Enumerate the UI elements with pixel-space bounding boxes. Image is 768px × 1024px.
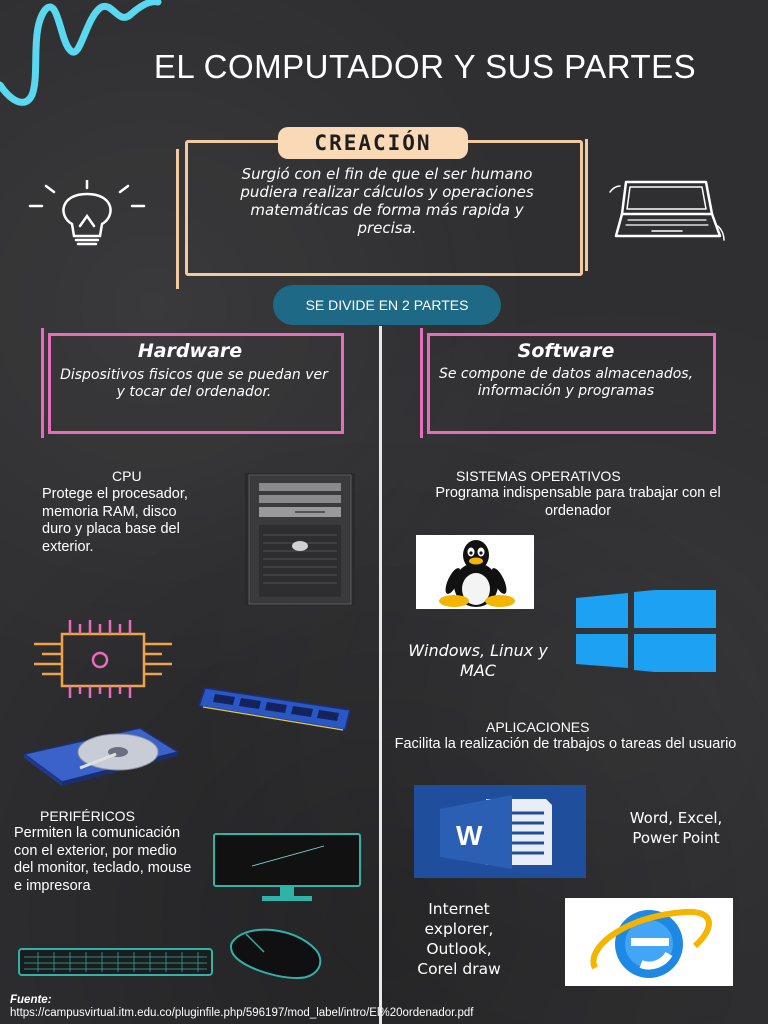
keyboard-image xyxy=(18,948,213,976)
word-logo: W xyxy=(414,785,586,878)
laptop-icon xyxy=(609,180,725,241)
scribble-decoration xyxy=(0,0,162,106)
hardware-box-accent xyxy=(41,328,44,438)
source-label: Fuente: xyxy=(10,994,52,1006)
cpu-text: Protege el procesador, memoria RAM, disc… xyxy=(42,486,188,555)
cpu-tower-image xyxy=(245,473,355,606)
sistemas-examples: Windows, Linux y MAC xyxy=(408,641,548,680)
internet-explorer-logo xyxy=(565,898,733,986)
perifericos-label: PERIFÉRICOS xyxy=(40,808,135,824)
software-box xyxy=(427,333,716,434)
svg-text:W: W xyxy=(456,820,483,851)
linux-tux-logo xyxy=(416,535,534,609)
software-box-accent xyxy=(420,328,423,438)
lightbulb-icon xyxy=(28,180,146,246)
aplicaciones-label: APLICACIONES xyxy=(486,719,590,735)
hardware-text: Dispositivos fisicos que se puedan ver y… xyxy=(60,367,328,400)
chip-icon xyxy=(34,620,172,698)
mouse-image xyxy=(229,928,322,980)
software-text: Se compone de datos almacenados, informa… xyxy=(438,366,694,399)
windows-logo xyxy=(576,590,716,672)
office-apps: Word, Excel, Power Point xyxy=(629,809,723,847)
hardware-box xyxy=(48,333,344,434)
ram-module-image xyxy=(198,687,351,731)
software-heading: Software xyxy=(517,340,615,362)
perifericos-text: Permiten la comunicación con el exterior… xyxy=(14,825,192,894)
monitor-image xyxy=(213,833,361,901)
creacion-text: Surgió con el fin de que el ser humano p… xyxy=(240,165,534,237)
aplicaciones-text: Facilita la realización de trabajos o ta… xyxy=(394,736,737,752)
center-divider xyxy=(379,326,382,1024)
page-title: EL COMPUTADOR Y SUS PARTES xyxy=(153,48,697,85)
divide-label: SE DIVIDE EN 2 PARTES xyxy=(273,285,501,325)
sistemas-text: Programa indispensable para trabajar con… xyxy=(435,485,721,519)
creacion-label: CREACIÓN xyxy=(278,127,468,159)
sistemas-label: SISTEMAS OPERATIVOS xyxy=(456,468,621,484)
hardware-heading: Hardware xyxy=(137,340,243,362)
cpu-label: CPU xyxy=(112,468,142,484)
source-url[interactable]: https://campusvirtual.itm.edu.co/pluginf… xyxy=(10,1007,474,1019)
hard-drive-image xyxy=(22,727,180,786)
other-apps: Internet explorer, Outlook, Corel draw xyxy=(417,900,501,978)
